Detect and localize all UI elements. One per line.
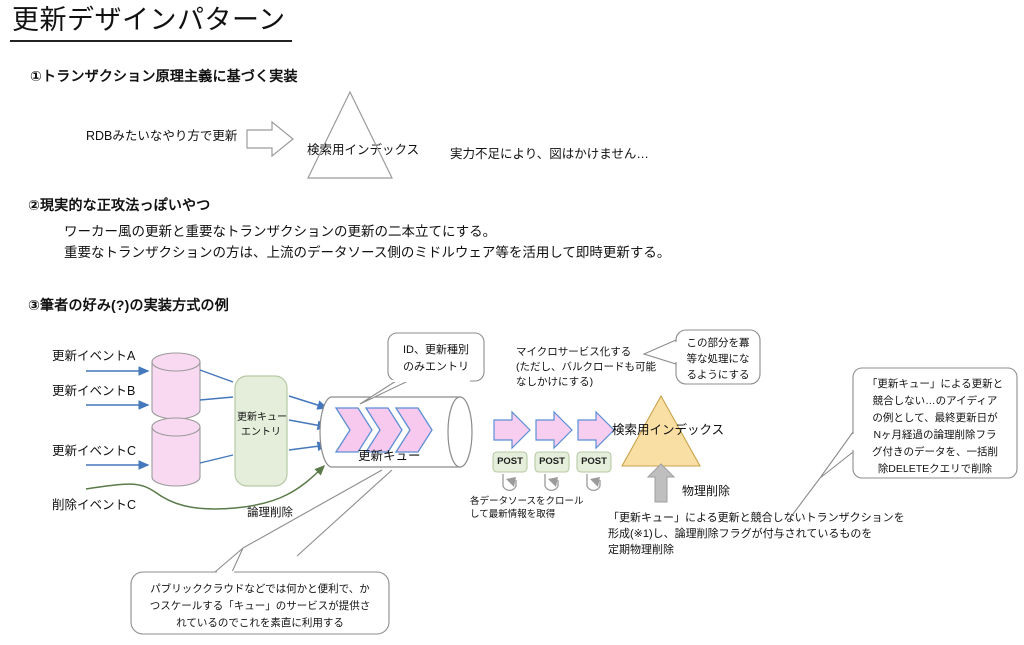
idempotent-bubble-line-3: るようにする — [686, 369, 750, 381]
post-loop-1 — [502, 474, 517, 492]
datasource-cylinder-1 — [151, 352, 201, 420]
queue-entry-box-label-1: 更新キュー — [237, 412, 287, 423]
page-title: 更新デザインパターン — [10, 4, 292, 42]
right-callout-line-5: グ付きのデータを、一括削 — [872, 446, 998, 458]
queue-entry-box-label-2: エントリ — [241, 427, 281, 438]
queue-leader-2 — [296, 469, 393, 557]
cyl1-to-entry-2 — [199, 396, 234, 401]
datasource-cylinder-2 — [151, 417, 201, 487]
right-callout-line-2: 競合しない…のアイディア — [872, 395, 998, 407]
right-callout-line-4: Nヶ月経過の論理削除フラ — [873, 429, 997, 441]
entry-to-queue-2 — [288, 419, 329, 430]
section-1-note: 実力不足により、図はかけません… — [450, 147, 649, 161]
section-2-line-1: ワーカー風の更新と重要なトランザクションの更新の二本立てにする。 — [64, 224, 497, 239]
post-button-3[interactable]: POST — [581, 456, 607, 467]
right-callout-line-3: の例として、最終更新日が — [872, 412, 998, 424]
idempotent-bubble-line-1: この部分を冪 — [686, 337, 750, 349]
crawl-note-line-2: して最新情報を取得 — [470, 509, 556, 520]
microservice-note-line-3: なしかけにする) — [516, 376, 594, 388]
section-2-heading: ②現実的な正攻法っぽいやつ — [28, 197, 211, 213]
entry-to-queue-3 — [288, 441, 329, 452]
event-label-a: 更新イベントA — [52, 349, 136, 363]
right-callout-line-1: 「更新キュー」による更新と — [866, 378, 1004, 390]
search-index-label: 検索用インデックス — [612, 423, 725, 437]
cloud-queue-callout-line-3: れているのでこれを素直に利用する — [176, 617, 344, 629]
microservice-note-line-1: マイクロサービス化する — [516, 346, 632, 358]
queue-callout-line-2: のみエントリ — [403, 361, 469, 373]
physical-delete-label: 物理削除 — [682, 484, 731, 498]
section-1-heading: ①トランザクション原理主義に基づく実装 — [30, 68, 298, 84]
cyl1-to-entry-1 — [199, 369, 234, 383]
physical-delete-note-line-2: 形成(※1)し、論理削除フラグが付与されているものを — [608, 528, 873, 540]
section1-block-arrow — [246, 120, 294, 158]
section-2-line-2: 重要なトランザクションの方は、上流のデータソース側のミドルウェア等を活用して即時… — [64, 245, 671, 260]
physical-delete-note-line-3: 定期物理削除 — [608, 544, 674, 556]
section-1-flow-label: RDBみたいなやり方で更新 — [86, 129, 238, 143]
section-1-index-label: 検索用インデックス — [307, 143, 420, 157]
cyl2-to-entry-1 — [199, 454, 234, 464]
physical-delete-note-line-1: 「更新キュー」による更新と競合しないトランザクションを — [608, 512, 905, 524]
idempotent-bubble-line-2: 等な処理にな — [686, 353, 750, 365]
section1-index-triangle — [307, 90, 393, 179]
pink-block-arrow-3 — [577, 410, 615, 450]
entry-to-queue-1 — [288, 395, 329, 410]
right-callout-line-6: 除DELETEクエリで削除 — [877, 463, 993, 475]
logical-delete-label: 論理削除 — [247, 507, 293, 519]
event-label-delete-c: 削除イベントC — [52, 498, 137, 512]
cloud-queue-callout-line-1: パブリッククラウドなどでは何かと便利で、か — [150, 583, 370, 595]
post-button-1[interactable]: POST — [497, 456, 523, 467]
section-3-heading: ③筆者の好み(?)の実装方式の例 — [28, 297, 229, 313]
event-label-c: 更新イベントC — [52, 444, 137, 458]
cloud-queue-callout-line-2: つスケールする「キュー」のサービスが提供さ — [149, 600, 371, 612]
update-queue-label: 更新キュー — [358, 449, 421, 463]
post-button-2[interactable]: POST — [539, 456, 565, 467]
physical-delete-arrow — [646, 463, 676, 503]
pink-block-arrow-2 — [535, 410, 573, 450]
event-label-b: 更新イベントB — [52, 384, 136, 398]
pink-block-arrow-1 — [493, 410, 531, 450]
queue-callout-line-1: ID、更新種別 — [403, 344, 469, 356]
post-loop-2 — [544, 474, 559, 492]
post-loop-3 — [586, 474, 601, 492]
microservice-note-line-2: (ただし、バルクロードも可能 — [516, 361, 656, 373]
crawl-note-line-1: 各データソースをクロール — [470, 496, 584, 507]
